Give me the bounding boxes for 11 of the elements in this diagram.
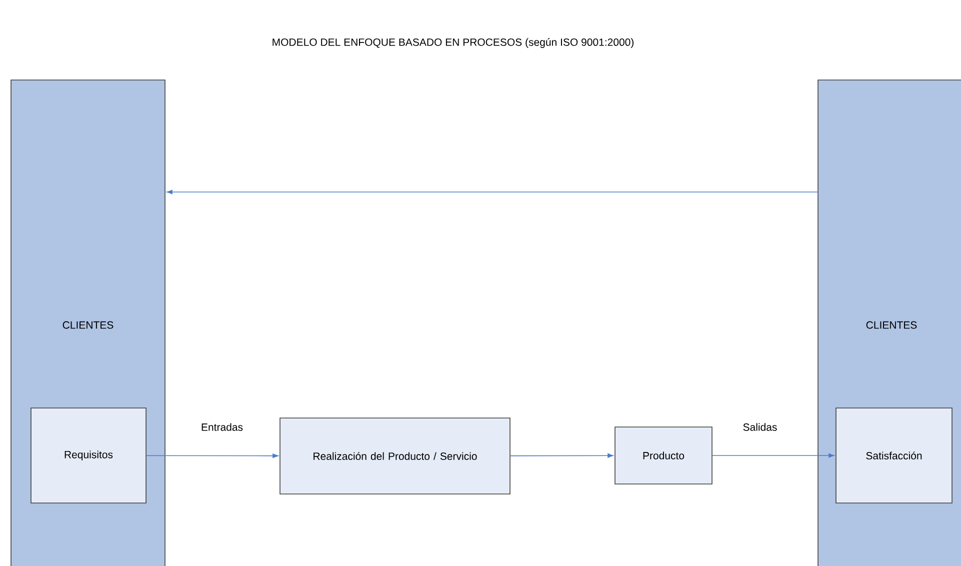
process-box: Satisfacción bbox=[836, 408, 952, 504]
process-box: Producto bbox=[614, 426, 712, 484]
arrow bbox=[712, 453, 834, 458]
arrow bbox=[510, 453, 614, 458]
edge-label: Entradas bbox=[202, 423, 243, 431]
title: MODELO DEL ENFOQUE BASADO EN PROCESOS (según ISO 9001:2000) bbox=[272, 38, 634, 48]
edge-label: Salidas bbox=[743, 423, 777, 431]
process-box: Realización del Producto / Servicio bbox=[280, 418, 510, 494]
arrow bbox=[166, 190, 818, 194]
arrow bbox=[146, 454, 278, 458]
process-box: Requisitos bbox=[30, 408, 146, 504]
